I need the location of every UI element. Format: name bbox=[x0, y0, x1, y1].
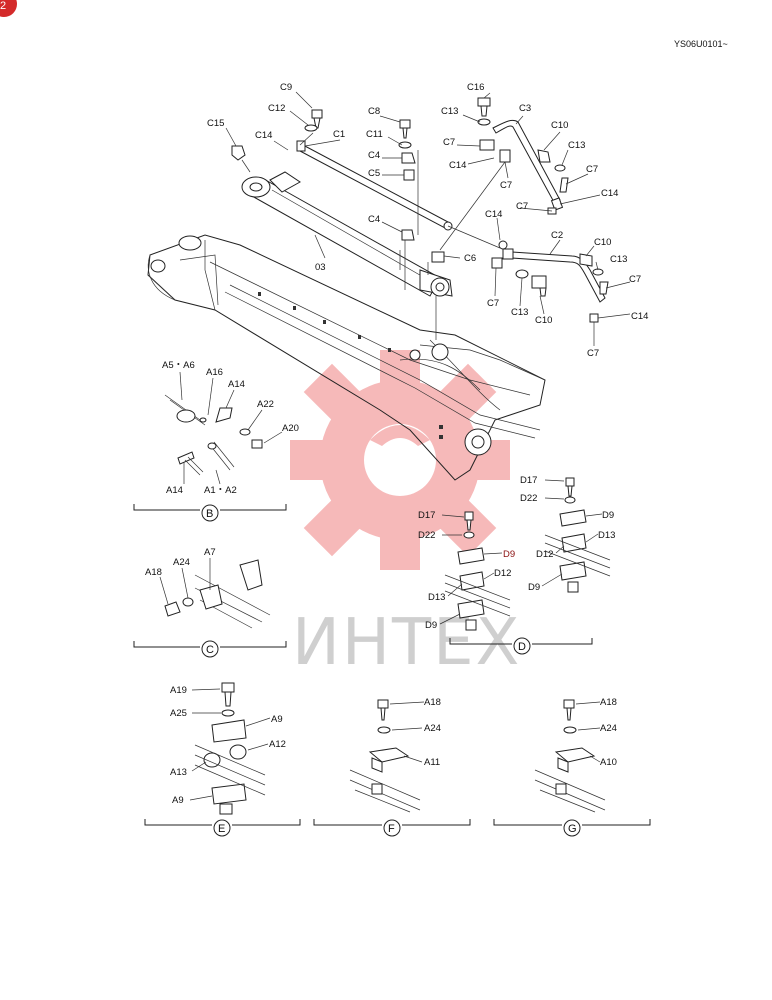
label-c12: C12 bbox=[268, 103, 285, 114]
label-a12: A12 bbox=[269, 739, 286, 750]
label-c4: C4 bbox=[368, 214, 380, 225]
label-a11: A11 bbox=[424, 757, 440, 768]
label-c15: C15 bbox=[207, 118, 224, 129]
label-d13: D13 bbox=[428, 592, 445, 603]
label-d17: D17 bbox=[520, 475, 537, 486]
pipe-c2 bbox=[491, 240, 609, 323]
label-a19: A19 bbox=[170, 685, 187, 696]
label-d22: D22 bbox=[418, 530, 435, 541]
label-c5: C5 bbox=[368, 168, 380, 179]
section-g-letter: G bbox=[568, 823, 577, 835]
pipe-c3 bbox=[439, 97, 569, 251]
label-c9: C9 bbox=[280, 82, 292, 93]
label-c7: C7 bbox=[629, 274, 641, 285]
label-a13: A13 bbox=[170, 767, 187, 778]
section-e-letter: E bbox=[218, 823, 225, 835]
label-a25: A25 bbox=[170, 708, 187, 719]
label-c7: C7 bbox=[500, 180, 512, 191]
label-c10: C10 bbox=[551, 120, 568, 131]
label-d9: D9 bbox=[528, 582, 540, 593]
corner-badge: 2 bbox=[0, 0, 17, 17]
label-d9: D9 bbox=[503, 549, 515, 560]
pipe-c1 bbox=[296, 140, 501, 249]
label-c7: C7 bbox=[516, 201, 528, 212]
label-a18: A18 bbox=[600, 697, 617, 708]
label-a9: A9 bbox=[271, 714, 283, 725]
label-a24: A24 bbox=[173, 557, 190, 568]
watermark-text: ИНТЕХ bbox=[292, 606, 521, 680]
label-c7: C7 bbox=[487, 298, 499, 309]
label-d9: D9 bbox=[602, 510, 614, 521]
label-a22: A22 bbox=[257, 399, 274, 410]
detail-section-b: A5・A6 A16 A14 A22 A20 A14 A1・A2 B bbox=[133, 360, 299, 522]
detail-section-c: A18 A24 A7 C bbox=[133, 547, 287, 658]
label-a1-a2: A1・A2 bbox=[204, 485, 237, 496]
label-c14: C14 bbox=[631, 311, 648, 322]
document-code: YS06U0101~ bbox=[674, 39, 728, 49]
label-a18: A18 bbox=[145, 567, 162, 578]
watermark-logo bbox=[290, 350, 510, 570]
detail-section-e: A19 A25 A9 A12 A13 A9 E bbox=[144, 682, 301, 837]
label-c7: C7 bbox=[443, 137, 455, 148]
label-a14: A14 bbox=[228, 379, 245, 390]
label-a14: A14 bbox=[166, 485, 183, 496]
detail-section-d: D17 D22 D9 D12 D13 D9 D17 D22 D9 D13 D12… bbox=[418, 475, 615, 655]
label-c1: C1 bbox=[333, 129, 345, 140]
label-c10: C10 bbox=[535, 315, 552, 326]
detail-section-g: A18 A24 A10 G bbox=[493, 697, 651, 837]
label-a7: A7 bbox=[204, 547, 216, 558]
label-c13: C13 bbox=[441, 106, 458, 117]
detail-section-f: A18 A24 A11 F bbox=[313, 697, 471, 837]
boom-assembly bbox=[147, 234, 546, 481]
main-part-labels: C9 C12 C15 C14 C1 C8 C11 C4 C5 C4 C6 03 … bbox=[207, 82, 648, 359]
label-a18: A18 bbox=[424, 697, 441, 708]
corner-badge-text: 2 bbox=[0, 0, 6, 12]
label-d22: D22 bbox=[520, 493, 537, 504]
label-c14: C14 bbox=[449, 160, 466, 171]
label-c11: C11 bbox=[366, 129, 383, 140]
label-c13: C13 bbox=[568, 140, 585, 151]
label-c13: C13 bbox=[511, 307, 528, 318]
label-c16: C16 bbox=[467, 82, 484, 93]
label-a20: A20 bbox=[282, 423, 299, 434]
label-c14: C14 bbox=[601, 188, 618, 199]
section-d-letter: D bbox=[518, 641, 526, 653]
label-c7: C7 bbox=[587, 348, 599, 359]
label-d12: D12 bbox=[536, 549, 553, 560]
label-c14: C14 bbox=[485, 209, 502, 220]
label-d13: D13 bbox=[598, 530, 615, 541]
label-03: 03 bbox=[315, 262, 326, 273]
label-a5-a6: A5・A6 bbox=[162, 360, 195, 371]
clamp-parts bbox=[231, 109, 445, 275]
label-c6: C6 bbox=[464, 253, 476, 264]
section-c-letter: C bbox=[206, 644, 214, 656]
label-c7: C7 bbox=[586, 164, 598, 175]
section-b-letter: B bbox=[206, 508, 213, 520]
label-d9: D9 bbox=[425, 620, 437, 631]
label-c2: C2 bbox=[551, 230, 563, 241]
label-d12: D12 bbox=[494, 568, 511, 579]
label-c4: C4 bbox=[368, 150, 380, 161]
label-c8: C8 bbox=[368, 106, 380, 117]
section-f-letter: F bbox=[388, 823, 395, 835]
label-a24: A24 bbox=[424, 723, 441, 734]
label-c3: C3 bbox=[519, 103, 531, 114]
label-a24: A24 bbox=[600, 723, 617, 734]
hydraulic-cylinder-03 bbox=[241, 171, 453, 340]
label-c14: C14 bbox=[255, 130, 272, 141]
label-d17: D17 bbox=[418, 510, 435, 521]
label-a10: A10 bbox=[600, 757, 617, 768]
label-c10: C10 bbox=[594, 237, 611, 248]
label-a16: A16 bbox=[206, 367, 223, 378]
main-leader-lines bbox=[225, 91, 631, 346]
label-a9: A9 bbox=[172, 795, 184, 806]
label-c13: C13 bbox=[610, 254, 627, 265]
